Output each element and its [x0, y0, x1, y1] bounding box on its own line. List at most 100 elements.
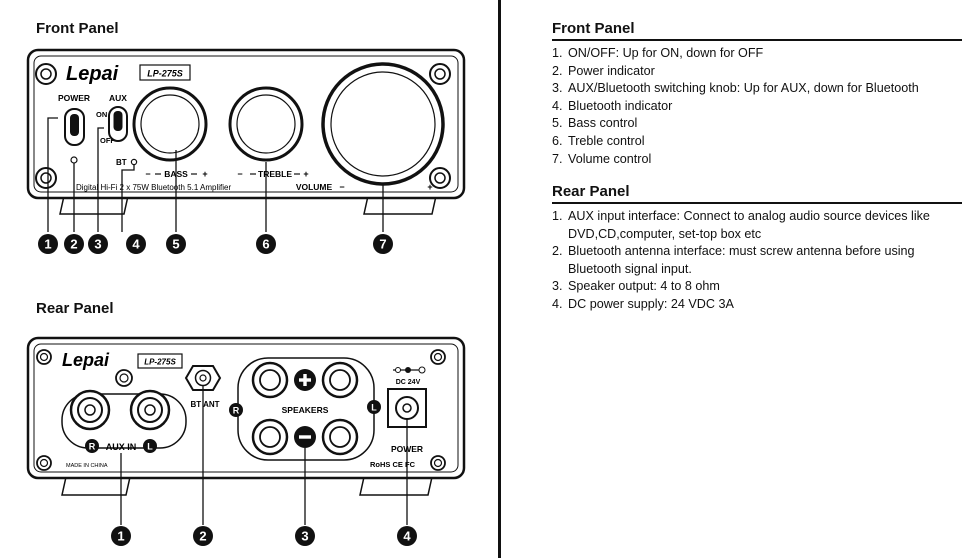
- svg-text:5: 5: [172, 237, 179, 252]
- item-number: 1.: [552, 46, 563, 60]
- power-switch-lever: [70, 114, 79, 136]
- svg-text:3: 3: [94, 237, 101, 252]
- rear-list-item: 1. AUX input interface: Connect to analog…: [552, 208, 962, 243]
- item-number: 3.: [552, 81, 563, 96]
- screw-icon: [119, 373, 129, 383]
- item-text: Volume control: [568, 151, 652, 166]
- item-text: Bluetooth indicator: [568, 98, 673, 113]
- rear-callout-1: 1: [111, 526, 131, 546]
- screw-icon: [430, 349, 446, 365]
- front-callout-1: 1: [38, 234, 58, 254]
- screw-icon: [115, 369, 133, 387]
- vertical-divider: [498, 0, 501, 558]
- speaker-terminal-r-positive[interactable]: [251, 361, 289, 399]
- item-number: 2.: [552, 63, 563, 78]
- l-badge-label: L: [147, 442, 153, 452]
- speaker-terminal-l-positive[interactable]: [321, 361, 359, 399]
- svg-text:2: 2: [199, 529, 206, 544]
- rear-panel-list: 1. AUX input interface: Connect to analog…: [552, 208, 962, 314]
- rear-panel-heading: Rear Panel: [552, 183, 962, 204]
- aux-bt-switch-lever: [113, 111, 123, 131]
- item-text: Bass control: [568, 116, 638, 131]
- item-number: 3.: [552, 279, 563, 294]
- rear-right-foot: [359, 476, 433, 496]
- volume-knob[interactable]: [321, 62, 445, 186]
- panel-diagrams: Lepai LP-275S POWER ON OFF AUX BT − BASS…: [26, 48, 466, 546]
- item-number: 5.: [552, 116, 563, 131]
- rear-panel-device: Lepai LP-275S R AUX IN L MADE IN CHINA: [26, 336, 466, 496]
- svg-text:6: 6: [262, 237, 269, 252]
- power-indicator: [70, 156, 78, 164]
- svg-text:7: 7: [379, 237, 386, 252]
- screw-icon: [36, 349, 52, 365]
- rear-panel-title: Rear Panel: [36, 300, 114, 317]
- bass-knob[interactable]: [132, 86, 208, 162]
- item-text: DC power supply: 24 VDC 3A: [568, 296, 734, 311]
- front-panel-title: Front Panel: [36, 20, 119, 37]
- item-text: AUX input interface: Connect to analog a…: [568, 209, 930, 241]
- r-badge-label: R: [89, 442, 96, 452]
- off-label: OFF: [100, 136, 115, 145]
- l-badge: [143, 439, 157, 453]
- rca-jack-right[interactable]: [69, 389, 111, 431]
- rear-list-item: 2. Bluetooth antenna interface: must scre…: [552, 243, 962, 278]
- front-caption: Digital Hi-Fi 2 x 75W Bluetooth 5.1 Ampl…: [76, 183, 232, 192]
- front-callout-4: 4: [126, 234, 146, 254]
- volume-label: VOLUME: [296, 182, 333, 192]
- front-leader-lines: [47, 117, 384, 232]
- svg-text:1: 1: [44, 237, 51, 252]
- speaker-l-label: L: [371, 403, 377, 413]
- front-callout-7: 7: [373, 234, 393, 254]
- speaker-l-badge: [367, 400, 381, 414]
- rear-list-item: 3. Speaker output: 4 to 8 ohm: [552, 278, 962, 296]
- front-list-item: 6.Treble control: [552, 133, 962, 151]
- item-number: 1.: [552, 209, 563, 223]
- speaker-terminal-l-negative[interactable]: [321, 418, 359, 456]
- cert-marks: RoHS CE FC: [370, 460, 416, 469]
- rear-callout-3: 3: [295, 526, 315, 546]
- item-text: Speaker output: 4 to 8 ohm: [568, 279, 720, 294]
- front-panel-inner-edge: [33, 55, 459, 193]
- screw-icon: [35, 63, 57, 85]
- item-number: 2.: [552, 244, 563, 259]
- front-panel-heading: Front Panel: [552, 20, 962, 41]
- item-text: AUX/Bluetooth switching knob: Up for AUX…: [568, 81, 919, 96]
- item-text: Treble control: [568, 133, 645, 148]
- rear-model-label: LP-275S: [144, 358, 176, 367]
- bass-minus: −: [145, 169, 150, 179]
- treble-minus: −: [237, 169, 242, 179]
- rear-left-foot: [61, 476, 131, 496]
- front-list-item: 3. AUX/Bluetooth switching knob: Up for A…: [552, 80, 962, 98]
- svg-text:1: 1: [117, 529, 124, 544]
- bt-label: BT: [116, 158, 127, 167]
- bt-ant-label: BT ANT: [190, 400, 219, 409]
- rear-brand-logo: Lepai: [62, 350, 110, 370]
- screw-icon: [429, 63, 451, 85]
- front-list-item: 4.Bluetooth indicator: [552, 98, 962, 116]
- item-text: Bluetooth antenna interface: must screw …: [568, 244, 915, 276]
- front-callout-3: 3: [88, 234, 108, 254]
- svg-text:2: 2: [70, 237, 77, 252]
- bt-antenna-connector[interactable]: [184, 365, 222, 391]
- screw-icon: [36, 455, 52, 471]
- rca-jack-left[interactable]: [129, 389, 171, 431]
- brand-logo: Lepai: [66, 63, 119, 85]
- rear-panel-inner-edge: [33, 343, 459, 473]
- treble-knob[interactable]: [228, 86, 304, 162]
- front-list-item: 1.ON/OFF: Up for ON, down for OFF: [552, 45, 962, 63]
- rear-list-item: 4. DC power supply: 24 VDC 3A: [552, 296, 962, 314]
- item-number: 4.: [552, 296, 563, 311]
- treble-label: TREBLE: [258, 169, 292, 179]
- front-callout-6: 6: [256, 234, 276, 254]
- speaker-terminal-r-negative[interactable]: [251, 418, 289, 456]
- model-label: LP-275S: [147, 69, 183, 79]
- r-badge: [85, 439, 99, 453]
- front-callout-2: 2: [64, 234, 84, 254]
- front-panel-device: Lepai LP-275S POWER ON OFF AUX BT − BASS…: [26, 48, 466, 215]
- model-badge: [139, 64, 191, 81]
- power-switch-label: POWER: [58, 93, 90, 103]
- item-number: 7.: [552, 151, 563, 166]
- front-list-item: 7. Volume control: [552, 151, 962, 169]
- front-callout-5: 5: [166, 234, 186, 254]
- made-in-label: MADE IN CHINA: [66, 463, 108, 469]
